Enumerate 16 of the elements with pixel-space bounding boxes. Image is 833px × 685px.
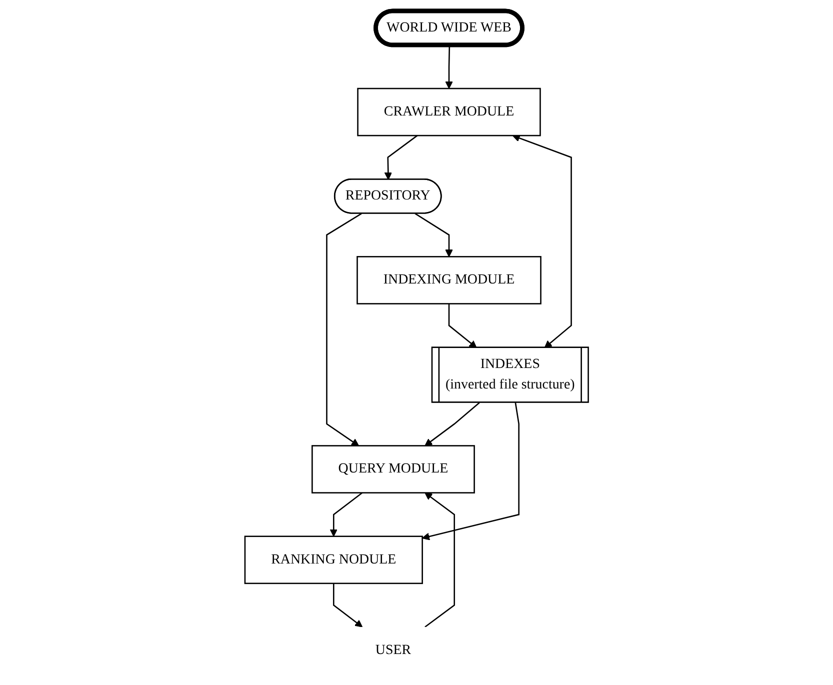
arrow [424, 492, 455, 628]
arrow [512, 134, 572, 348]
arrow [384, 135, 418, 180]
arrow [445, 45, 453, 89]
node-box: CRAWLER MODULE [357, 88, 541, 136]
arrow [414, 213, 453, 258]
arrow [424, 402, 480, 446]
arrow [422, 402, 520, 540]
node-box: RANKING NODULE [244, 536, 423, 584]
arrow [448, 304, 477, 348]
arrow [332, 583, 363, 628]
node-text: USER [375, 642, 411, 658]
node-box: QUERY MODULE [311, 445, 475, 494]
arrow [330, 492, 363, 537]
arrow [326, 212, 362, 446]
node-box: INDEXING MODULE [356, 256, 542, 304]
